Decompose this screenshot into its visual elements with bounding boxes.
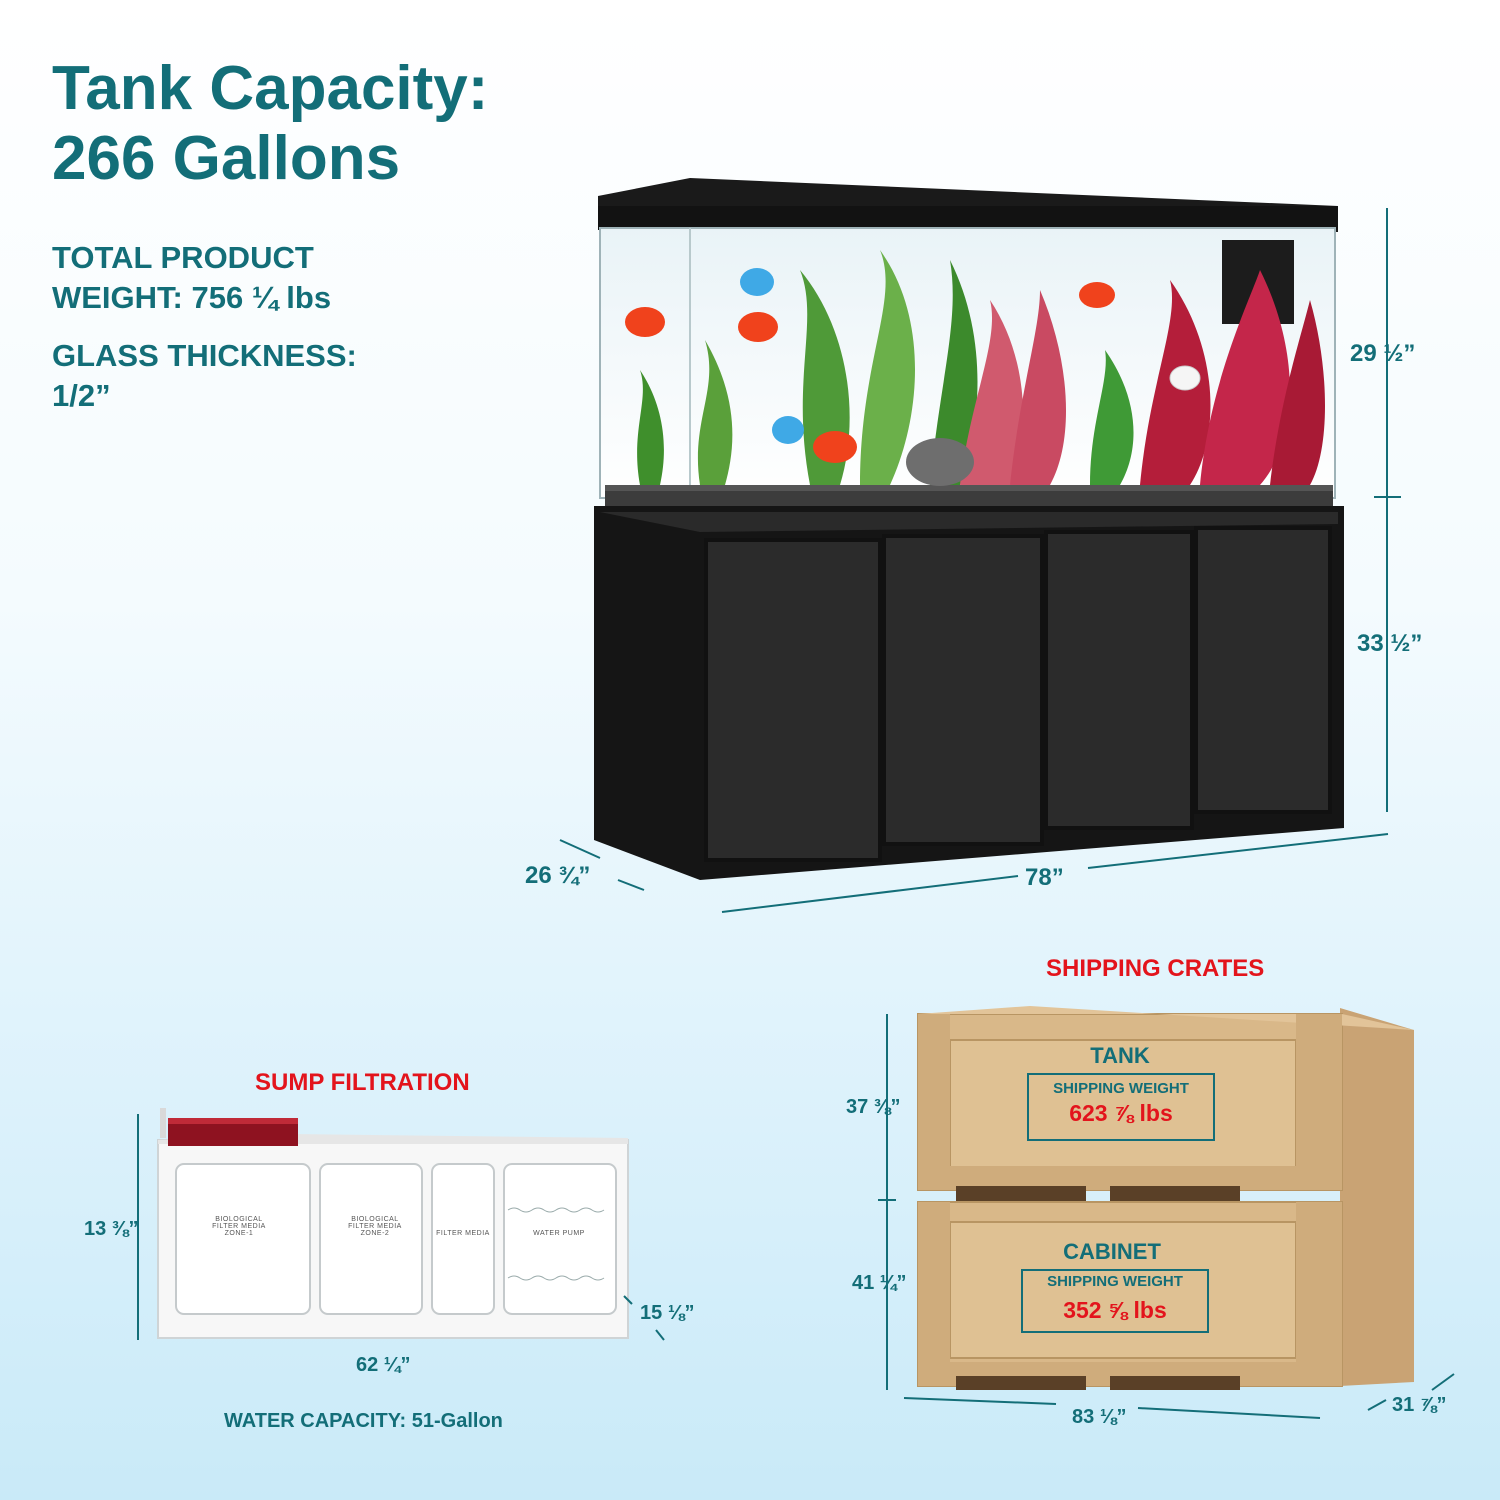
- sump-height-dim: 13 ⅜”: [84, 1218, 139, 1240]
- capacity-value: 266 Gallons: [52, 124, 401, 193]
- sump-chamber-4: [503, 1163, 617, 1315]
- tank-shipping-weight-label: SHIPPING WEIGHT: [1053, 1080, 1189, 1097]
- sump-depth-dim: 15 ⅛”: [640, 1302, 695, 1324]
- sump-chamber-3: [431, 1163, 495, 1315]
- cabinet-shipping-weight: 352 ⅝ lbs: [1063, 1297, 1167, 1323]
- tank-depth-dim: 26 ¾”: [525, 862, 591, 889]
- sump-chamber-3-label: FILTER MEDIA: [436, 1230, 490, 1237]
- sump-chamber-2-label: BIOLOGICAL FILTER MEDIA ZONE-2: [348, 1216, 402, 1237]
- capacity-title: Tank Capacity:: [52, 54, 489, 123]
- aquarium-illustration: [559, 178, 1401, 913]
- tank-width-dim: 78”: [1025, 864, 1064, 891]
- sump-width-dim: 62 ¼”: [356, 1354, 411, 1376]
- sump-illustration: [137, 1108, 629, 1340]
- tank-dimension-lines: [559, 208, 1401, 913]
- sump-dimension-lines: [137, 1114, 139, 1340]
- sump-title: SUMP FILTRATION: [255, 1069, 470, 1096]
- tank-height-dim: 29 ½”: [1350, 340, 1416, 367]
- fish: [625, 268, 1201, 463]
- sump-chamber-1-label: BIOLOGICAL FILTER MEDIA ZONE-1: [212, 1216, 266, 1237]
- tank-crate-label: TANK: [1090, 1043, 1150, 1068]
- glass-label: GLASS THICKNESS:: [52, 338, 357, 373]
- sump-chamber-4-label: WATER PUMP: [533, 1230, 585, 1237]
- crate-width-dim: 83 ⅛”: [1072, 1406, 1127, 1428]
- crates-illustration: [878, 1006, 1455, 1419]
- cabinet-door-3: [1044, 530, 1194, 830]
- cabinet-shipping-weight-label: SHIPPING WEIGHT: [1047, 1273, 1183, 1290]
- sump-depth-line: [623, 1295, 665, 1341]
- weight-label: TOTAL PRODUCT: [52, 240, 314, 275]
- cabinet-height-dim: 33 ½”: [1357, 630, 1423, 657]
- crate-depth-dim: 31 ⅞”: [1392, 1394, 1447, 1416]
- plants: [637, 250, 1325, 486]
- sump-chamber-1: [175, 1163, 311, 1315]
- cabinet-door-1: [704, 538, 882, 862]
- weight-value: WEIGHT: 756 ¼ lbs: [52, 280, 332, 315]
- sump-water-capacity: WATER CAPACITY: 51-Gallon: [224, 1410, 503, 1432]
- crate-dimension-lines: [878, 1014, 1455, 1419]
- cabinet-crate-height-dim: 41 ¼”: [852, 1272, 907, 1294]
- glass-value: 1/2”: [52, 378, 111, 413]
- cabinet-door-4: [1194, 526, 1332, 814]
- tank-shipping-weight: 623 ⅞ lbs: [1069, 1100, 1173, 1126]
- sump-chamber-2: [319, 1163, 423, 1315]
- crates-title: SHIPPING CRATES: [1046, 955, 1265, 982]
- tank-crate-height-dim: 37 ⅜”: [846, 1096, 901, 1118]
- cabinet-door-2: [882, 534, 1044, 846]
- cabinet-crate-label: CABINET: [1063, 1239, 1161, 1264]
